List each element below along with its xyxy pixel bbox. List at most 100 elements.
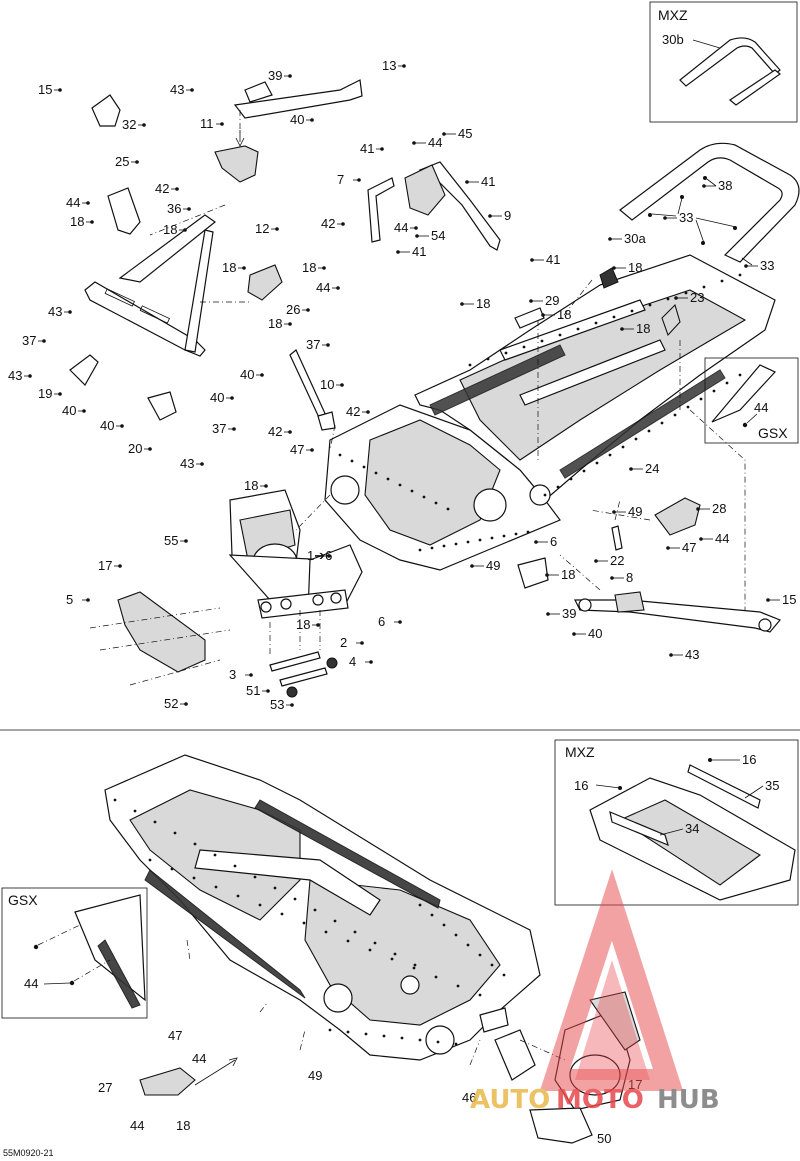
callout-20-31: 20 [128, 441, 142, 456]
callout-18-11: 18 [70, 214, 84, 229]
leader-dot [184, 702, 188, 706]
leader-dot [275, 227, 279, 231]
rivet-hole [466, 540, 470, 544]
leader-dot [572, 632, 576, 636]
callout-47-59: 47 [682, 540, 696, 555]
leader-dot [86, 201, 90, 205]
callout-22-77: 22 [610, 553, 624, 568]
callout-5-65: 5 [66, 592, 73, 607]
rivet-hole [738, 373, 742, 377]
callout-25-7: 25 [115, 154, 129, 169]
leader-dot [175, 187, 179, 191]
callout-18-15: 18 [302, 260, 316, 275]
rivet-hole [368, 948, 372, 952]
leader-dot [230, 396, 234, 400]
rivet-hole [648, 303, 652, 307]
leader-dot [620, 327, 624, 331]
rivet-hole [350, 459, 354, 463]
callout-mxz-35: 35 [765, 778, 779, 793]
callout-17-64: 17 [98, 558, 112, 573]
bracket-32 [91, 94, 121, 127]
rivet-hole [454, 933, 458, 937]
leader-dot [546, 612, 550, 616]
rivet-hole [236, 894, 240, 898]
rivet-hole [522, 345, 526, 349]
leader-dot [357, 178, 361, 182]
callout-15-0: 15 [38, 82, 52, 97]
inset-mxz-top: MXZ 30b [649, 1, 798, 123]
leader-dot [200, 462, 204, 466]
leader-dot [398, 620, 402, 624]
callout-2-68: 2 [340, 635, 347, 650]
rivet-hole [502, 973, 506, 977]
inset-mxz-bottom-title: MXZ [565, 744, 595, 760]
assembly-lines-top [89, 110, 746, 686]
watermark-part2: MOTO [556, 1085, 644, 1115]
rivet-hole [153, 820, 157, 824]
callout-11-5: 11 [200, 116, 214, 131]
bracket-22 [517, 557, 549, 589]
leader-dot [663, 216, 667, 220]
callout-3-70: 3 [229, 667, 236, 682]
leader-dot [415, 234, 419, 238]
rivet-hole [486, 357, 490, 361]
rivet-hole [253, 875, 257, 879]
brace-9 [404, 161, 501, 251]
rivet-hole [353, 930, 357, 934]
leader-dot [612, 510, 616, 514]
rivet-hole [258, 903, 262, 907]
leader-dot [340, 383, 344, 387]
callout-44-36: 44 [428, 135, 442, 150]
leader-dot [541, 313, 545, 317]
rivet-hole [386, 477, 390, 481]
leader-dot [699, 537, 703, 541]
callout-bottom-50-8: 50 [597, 1131, 611, 1146]
leader-dot [412, 141, 416, 145]
callout-18-55: 18 [636, 321, 650, 336]
front-suspension-module [228, 489, 363, 619]
rivet-hole [612, 315, 616, 319]
callout-19-22: 19 [38, 386, 52, 401]
callout-7-38: 7 [337, 172, 344, 187]
leader-dot [68, 310, 72, 314]
leader-dot [242, 266, 246, 270]
rivet-hole [280, 912, 284, 916]
leader-dot [465, 180, 469, 184]
rivet-hole [400, 1036, 404, 1040]
rivet-hole [702, 285, 706, 289]
rivet-hole [634, 437, 638, 441]
callout-40-24: 40 [100, 418, 114, 433]
bracket-28 [654, 497, 701, 536]
callout-4-69: 4 [349, 654, 356, 669]
callout-8-78: 8 [626, 570, 633, 585]
rivet-hole [446, 507, 450, 511]
callout-bottom-27-3: 27 [98, 1080, 112, 1095]
rivet-hole [133, 809, 137, 813]
leader-dot [184, 539, 188, 543]
rivet-hole [582, 469, 586, 473]
callout-23-51: 23 [690, 290, 704, 305]
rivet-hole [346, 939, 350, 943]
leader-dot [744, 264, 748, 268]
callout-6-74: 6 [550, 534, 557, 549]
rivet-hole [346, 1030, 350, 1034]
callout-6-66: 6 [378, 614, 385, 629]
rivet-hole [422, 495, 426, 499]
rivet-hole [490, 963, 494, 967]
rivet-hole [313, 908, 317, 912]
bracket-23 [599, 267, 619, 289]
callout-44-41: 44 [394, 220, 408, 235]
leader-dot [288, 322, 292, 326]
callout-9-44: 9 [504, 208, 511, 223]
main-frame-bottom [104, 754, 541, 1061]
leader-dot [696, 507, 700, 511]
callout-30b: 30b [662, 32, 684, 47]
rivet-hole [233, 864, 237, 868]
leader-dot [610, 576, 614, 580]
rivet-hole [684, 291, 688, 295]
callout-mxz-34: 34 [685, 821, 699, 836]
inset-mxz-top-title: MXZ [658, 7, 688, 23]
callout-10-26: 10 [320, 377, 334, 392]
rivet-hole [393, 952, 397, 956]
leader-dot [414, 226, 418, 230]
